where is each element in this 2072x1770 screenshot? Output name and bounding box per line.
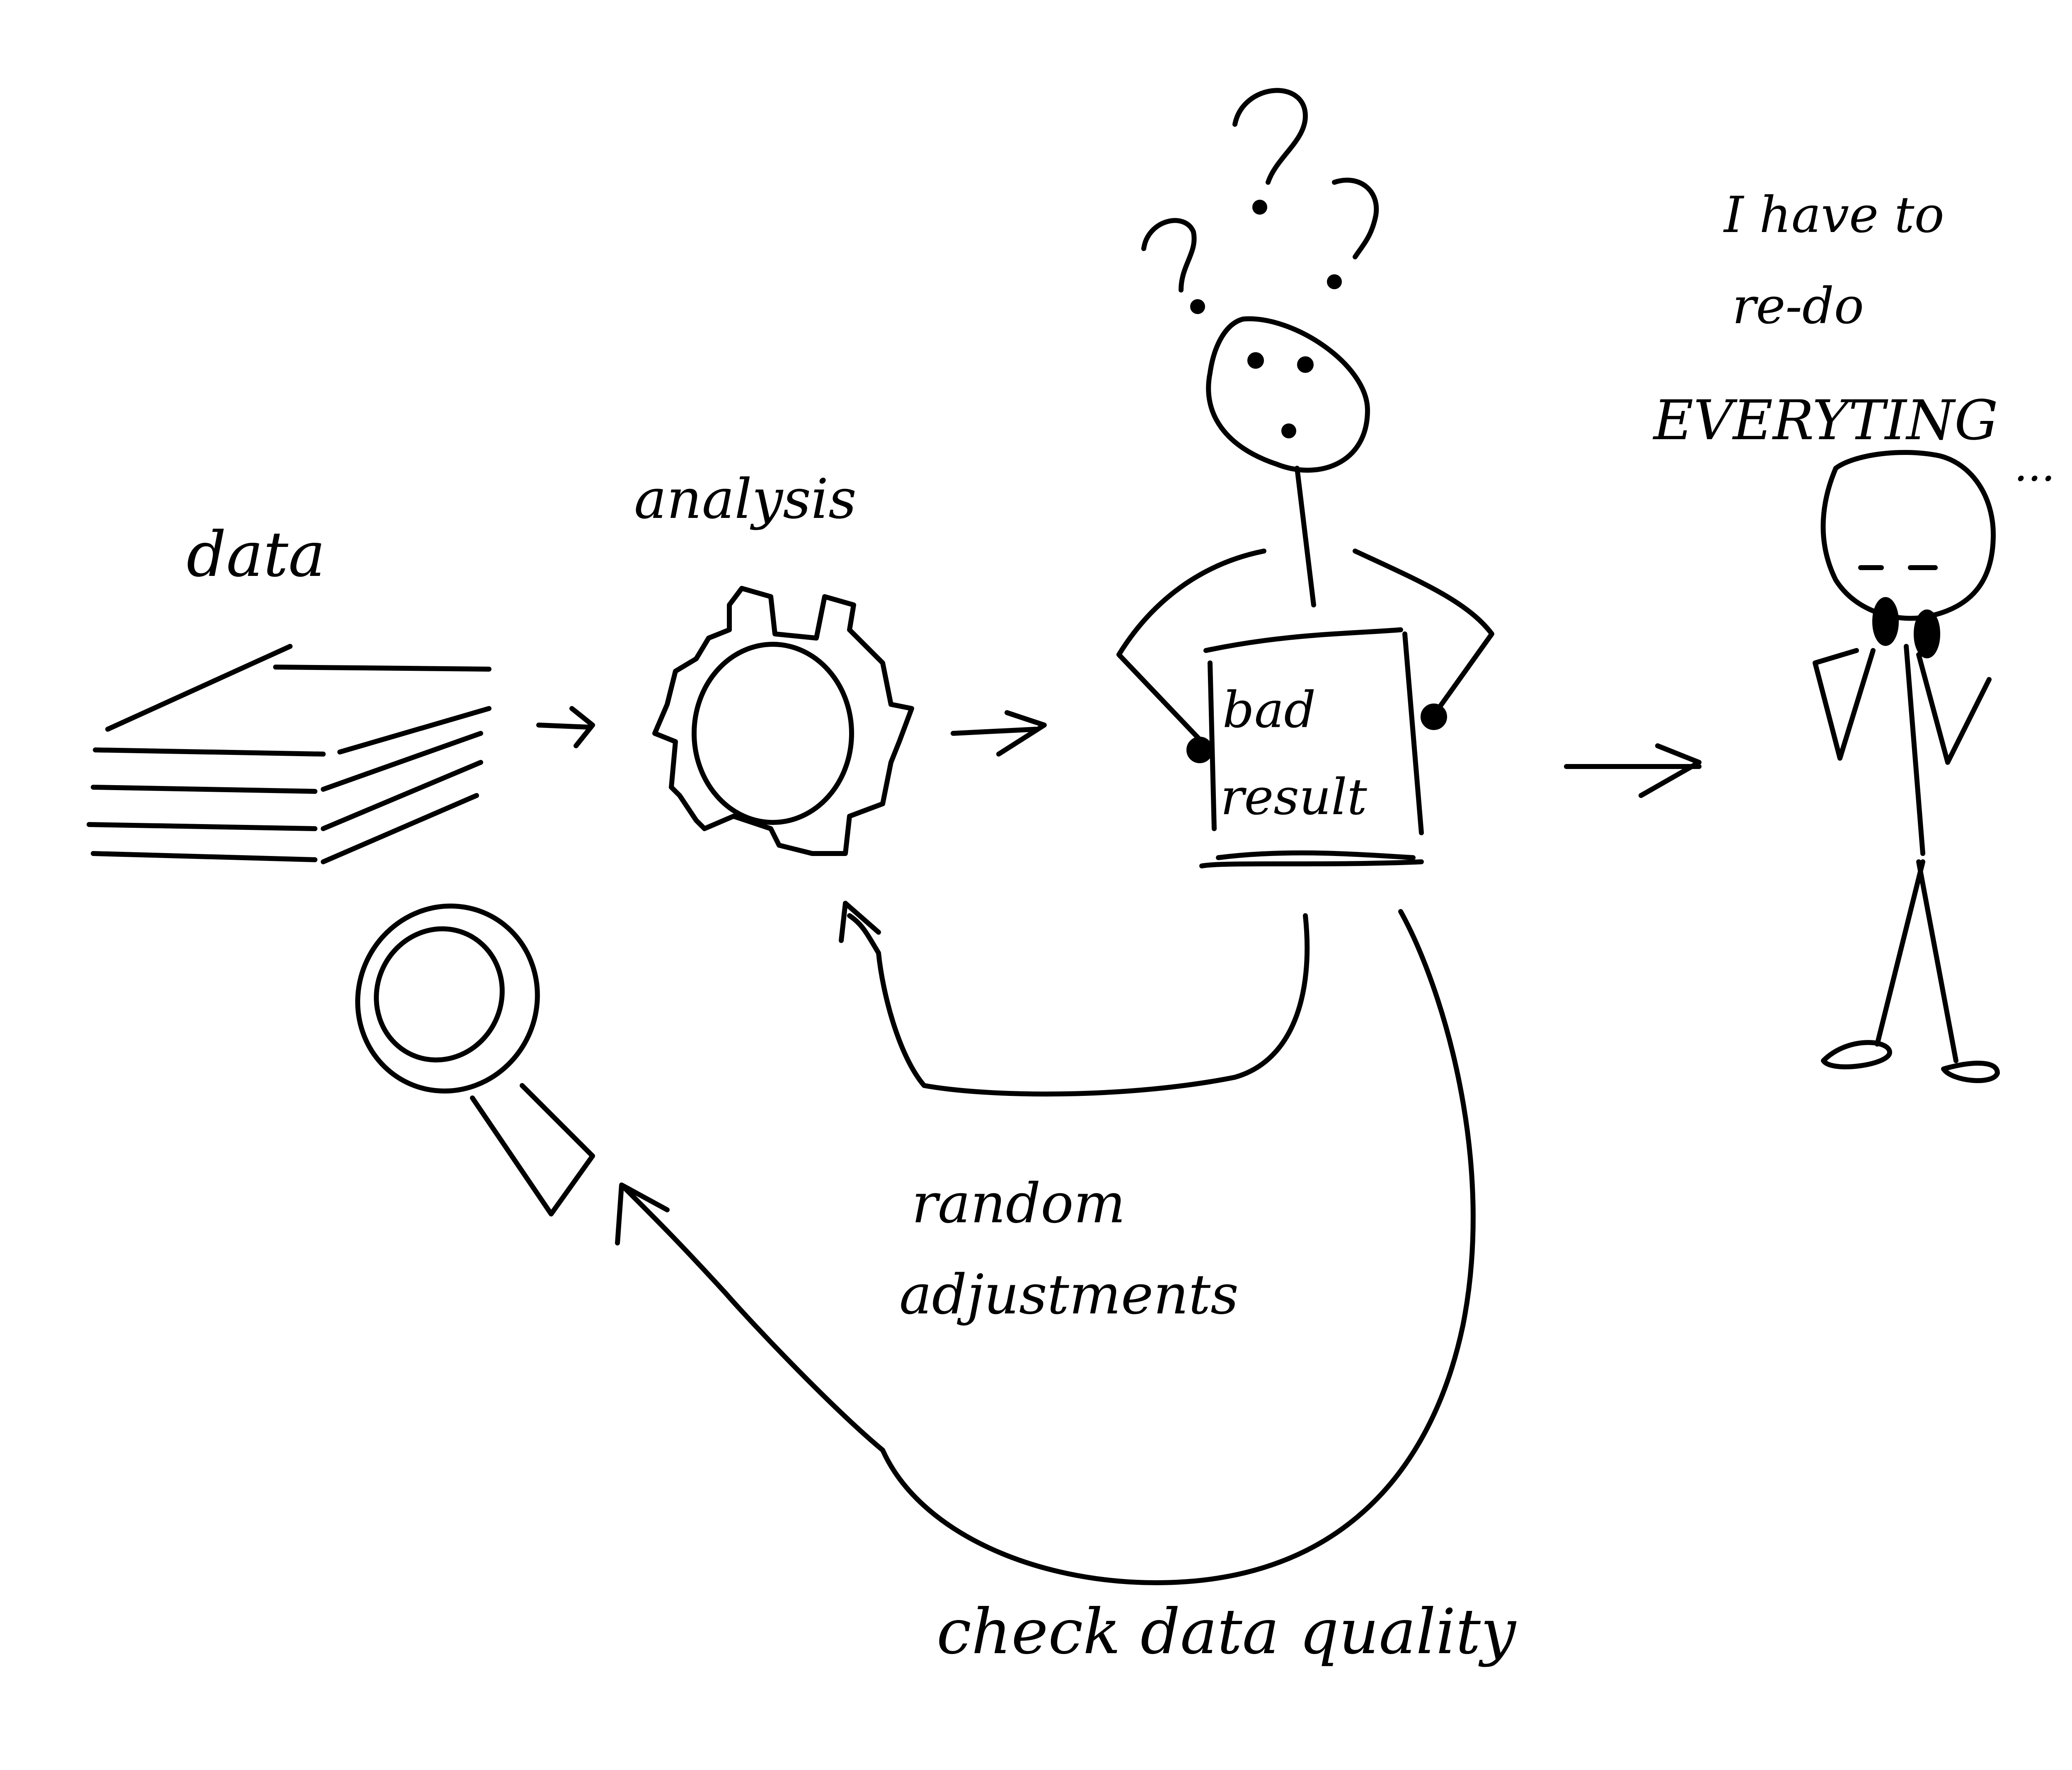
random-label-line1: random: [912, 1172, 1126, 1236]
gear-icon: [652, 586, 914, 856]
stick-figure-dismayed: [1813, 450, 2000, 1083]
paper-stack-icon: [87, 644, 491, 864]
redo-label-line2: re-do: [1732, 278, 1864, 335]
arrow-analysis-to-result: [951, 710, 1047, 757]
redo-label-line1: I have to: [1723, 186, 1944, 244]
magnifying-glass-icon: [355, 903, 595, 1216]
random-label-line2: adjustments: [899, 1263, 1239, 1327]
analysis-label: analysis: [634, 467, 857, 531]
redo-label-line3: EVERYTING: [1653, 389, 1998, 452]
result-label-line2: result: [1220, 769, 1368, 826]
check-quality-label: check data quality: [937, 1596, 1517, 1668]
arrow-data-to-analysis: [536, 706, 595, 748]
stick-figure-confused: [615, 88, 1494, 1585]
result-label-line1: bad: [1222, 682, 1316, 739]
data-label: data: [186, 519, 325, 591]
ellipsis-label: ...: [2014, 440, 2055, 491]
arrow-result-to-redo: [1564, 743, 1702, 798]
